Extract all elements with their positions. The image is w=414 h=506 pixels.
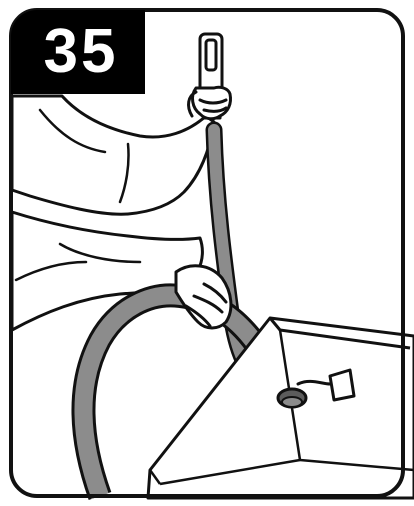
step-number: 35 (44, 21, 119, 83)
hand-holding-wand (189, 87, 231, 119)
hose-coupling (278, 389, 306, 407)
step-badge: 35 (11, 10, 145, 94)
bucket (148, 318, 414, 498)
